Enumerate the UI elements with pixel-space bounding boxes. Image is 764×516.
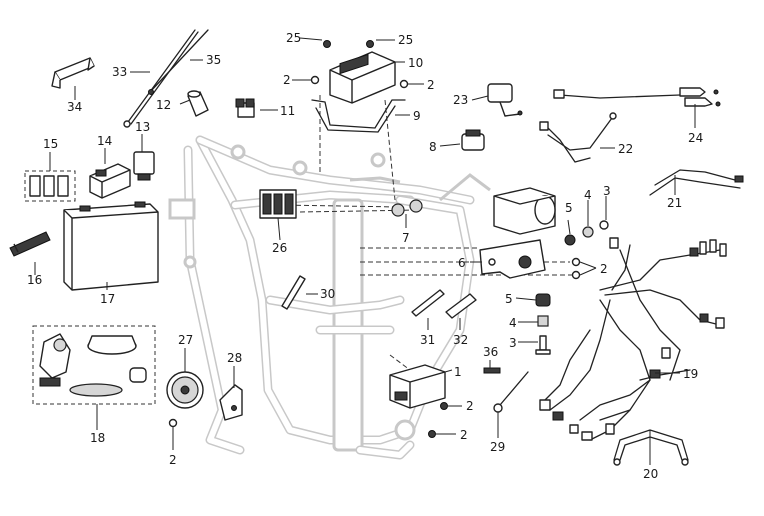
screw-2-bracket-b (571, 270, 581, 280)
callout-11: 11 (280, 104, 295, 118)
callout-5-upper: 5 (565, 201, 573, 215)
callout-28: 28 (227, 351, 242, 365)
callout-9: 9 (413, 109, 421, 123)
callout-26: 26 (272, 241, 287, 255)
collar-4-lower (537, 315, 549, 327)
plate-32 (445, 293, 477, 319)
callout-19: 19 (683, 367, 698, 381)
grommets-7 (391, 199, 423, 217)
callout-labels: 1 2 2 2 2 2 2 3 3 4 4 5 5 6 7 8 9 10 11 … (27, 31, 703, 481)
callout-36: 36 (483, 345, 498, 359)
callout-3-lower: 3 (509, 336, 517, 350)
pin-36 (483, 367, 501, 374)
screw-2-horn (168, 418, 178, 428)
callout-33: 33 (112, 65, 127, 79)
callout-20: 20 (643, 467, 658, 481)
fuse-box-10 (329, 51, 396, 104)
callout-25-left: 25 (286, 31, 301, 45)
callout-5-lower: 5 (505, 292, 513, 306)
callout-15: 15 (43, 137, 58, 151)
cable-tie-35 (148, 29, 209, 95)
screw-2-unit-b (428, 430, 436, 438)
wire-lead-24 (553, 87, 721, 107)
main-wiring-harness-19 (539, 237, 727, 441)
bolt-3-upper (599, 220, 609, 230)
callout-25-right: 25 (398, 33, 413, 47)
bracket-6 (479, 239, 546, 279)
control-unit-1 (389, 364, 446, 409)
callout-24: 24 (688, 131, 703, 145)
callout-10: 10 (408, 56, 423, 70)
callout-32: 32 (453, 333, 468, 347)
callout-1: 1 (454, 365, 462, 379)
screw-25-left (323, 40, 331, 48)
callout-23: 23 (453, 93, 468, 107)
connector-11 (235, 98, 255, 118)
screw-2-fusebox-left (310, 75, 320, 85)
callout-21: 21 (667, 196, 682, 210)
abs-unit (493, 187, 556, 235)
bar-30 (281, 275, 306, 310)
rubber-strap-34 (51, 57, 95, 89)
screw-25-right (366, 40, 374, 48)
tube-20 (613, 429, 689, 466)
plate-31 (411, 289, 445, 317)
cable-tie-33 (123, 29, 199, 128)
relay-8 (461, 129, 485, 151)
callout-22: 22 (618, 142, 633, 156)
callout-2-fusebox-left: 2 (283, 73, 291, 87)
battery-17 (63, 201, 159, 291)
callout-3-upper: 3 (603, 184, 611, 198)
grommet-5-upper (564, 234, 576, 246)
callout-14: 14 (97, 134, 112, 148)
relay-block-26 (259, 189, 297, 219)
grommet-5-lower (535, 293, 551, 307)
screw-2-unit-a (440, 402, 448, 410)
bracket-9 (311, 99, 406, 133)
motorcycle-frame (168, 135, 491, 460)
callout-4-lower: 4 (509, 316, 517, 330)
cable-22 (539, 112, 617, 163)
callout-2-unit-a: 2 (466, 399, 474, 413)
assembly-guide-lines (279, 95, 575, 371)
callout-2-bracket: 2 (600, 262, 608, 276)
starter-relay-14 (89, 163, 131, 199)
screw-2-bracket-a (571, 257, 581, 267)
callout-35: 35 (206, 53, 221, 67)
callout-13: 13 (135, 120, 150, 134)
leader-lines (34, 37, 696, 465)
callout-31: 31 (420, 333, 435, 347)
callout-17: 17 (100, 292, 115, 306)
callout-12: 12 (156, 98, 171, 112)
callout-27: 27 (178, 333, 193, 347)
long-bolt-29 (493, 371, 529, 413)
collar-4-upper (582, 226, 594, 238)
callout-7: 7 (402, 231, 410, 245)
relay-23 (487, 83, 523, 117)
callout-6: 6 (458, 256, 466, 270)
callout-2-fusebox-right: 2 (427, 78, 435, 92)
callout-2-unit-b: 2 (460, 428, 468, 442)
callout-34: 34 (67, 100, 82, 114)
horn-27 (166, 371, 204, 409)
bolt-3-lower (535, 335, 551, 355)
fuse-set-15 (24, 170, 76, 202)
screw-2-fusebox-right (399, 79, 409, 89)
battery-strap-16 (9, 231, 51, 257)
relay-13 (133, 151, 155, 181)
callout-30: 30 (320, 287, 335, 301)
switch-set-18 (32, 325, 156, 405)
callout-2-horn: 2 (169, 453, 177, 467)
callout-29: 29 (490, 440, 505, 454)
callout-16: 16 (27, 273, 42, 287)
callout-18: 18 (90, 431, 105, 445)
callout-4-upper: 4 (584, 188, 592, 202)
callout-8: 8 (429, 140, 437, 154)
sensor-lead-21 (649, 169, 744, 196)
horn-bracket-28 (219, 384, 243, 421)
rubber-sleeve-12 (187, 90, 209, 117)
